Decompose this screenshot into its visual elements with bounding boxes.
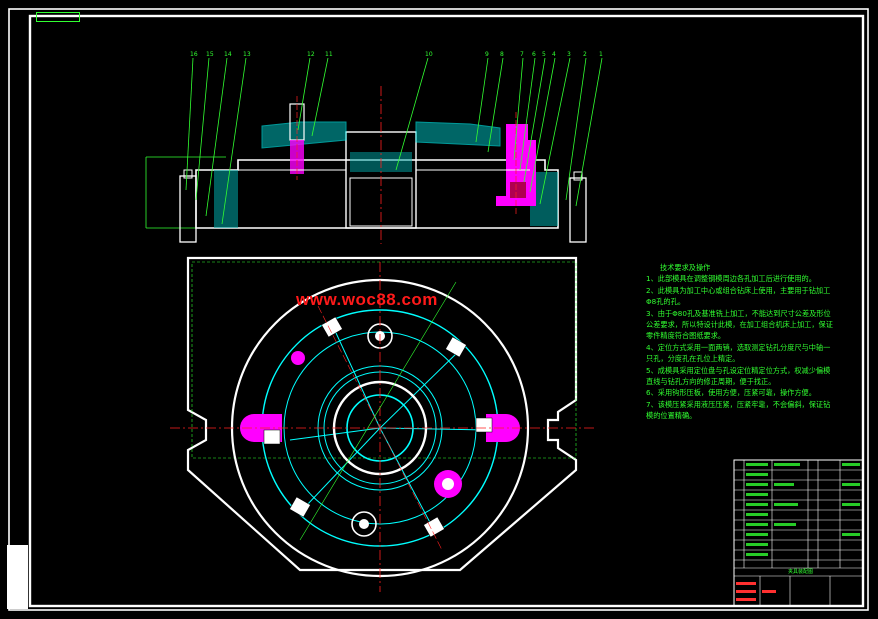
part-balloon: 15 [206, 51, 214, 58]
part-balloon: 5 [542, 51, 546, 58]
part-balloon: 1 [599, 51, 603, 58]
part-balloon: 8 [500, 51, 504, 58]
tech-item: 3、由于Φ80孔及基准铣上加工，不能达到尺寸公差及形位公差要求，所以特设计此模，… [646, 308, 833, 341]
part-balloon: 3 [567, 51, 571, 58]
tech-item: 2、此模具为加工中心或组合钻床上使用，主要用于钻加工 Φ8孔的孔。 [646, 285, 831, 307]
tech-requirements: 技术要求及操作 1、此部模具在调整钢模周边各孔加工后进行使用的。 2、此模具为加… [646, 262, 836, 422]
part-balloon: 6 [532, 51, 536, 58]
plan-view [170, 256, 596, 592]
section-view [145, 86, 587, 244]
tech-item: 4、定位方式采用一面两销，选取测定钻孔分度尺与中轴一只孔，分度孔在孔位上精定。 [646, 342, 831, 364]
leader-lines [185, 57, 603, 225]
part-balloon: 14 [224, 51, 232, 58]
outer-frame [8, 8, 869, 611]
part-balloon: 2 [583, 51, 587, 58]
title-block: 夹具装配图 [733, 459, 864, 607]
drawing-title: 夹具装配图 [788, 568, 813, 575]
tech-item: 7、该模压紧采用液压压紧，压紧牢靠，不会偏斜，保证钻模的位置精确。 [646, 399, 831, 421]
part-balloon: 16 [190, 51, 198, 58]
part-balloon: 12 [307, 51, 315, 58]
tech-item: 5、成模具采用定位盘与孔设定位精定位方式，权减少偏模直线与钻孔方向的修正周期，便… [646, 365, 831, 387]
watermark-text: www.woc88.com [296, 290, 438, 309]
tech-requirements-title: 技术要求及操作 [660, 263, 711, 272]
side-strip [7, 545, 28, 609]
part-balloon: 13 [243, 51, 251, 58]
tech-item: 1、此部模具在调整钢模周边各孔加工后进行使用的。 [646, 274, 816, 284]
part-balloon: 11 [325, 51, 333, 58]
inner-frame [28, 14, 865, 608]
tech-item: 6、采用钩形压板，使用方便，压紧可靠，操作方便。 [646, 388, 816, 398]
part-balloon: 10 [425, 51, 433, 58]
part-balloon: 4 [552, 51, 556, 58]
corner-tag [36, 12, 80, 22]
part-balloon: 7 [520, 51, 524, 58]
part-balloon: 9 [485, 51, 489, 58]
